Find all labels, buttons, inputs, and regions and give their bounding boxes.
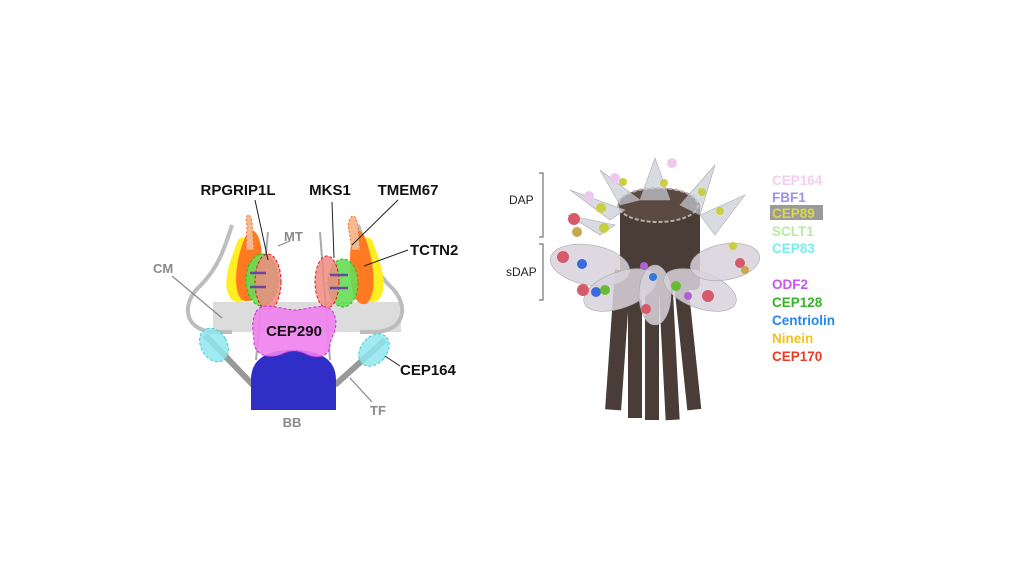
leader-line (277, 240, 291, 247)
legend: CEP164 FBF1 CEP89 SCLT1 CEP83 ODF2 CEP12… (770, 173, 835, 364)
sdap-label: sDAP (506, 265, 537, 279)
legend-cep89: CEP89 (772, 206, 815, 221)
tmem67-tail-right (347, 215, 361, 251)
legend-cep128: CEP128 (772, 295, 823, 310)
dap-bracket (539, 172, 544, 238)
transition-zone-diagram: RPGRIP1L MKS1 TMEM67 TCTN2 MT CM CEP290 … (153, 182, 458, 430)
legend-sclt1: SCLT1 (772, 224, 814, 239)
leader-line (349, 377, 373, 403)
label-cep290: CEP290 (266, 323, 322, 340)
label-tctn2: TCTN2 (410, 242, 458, 259)
label-cep164: CEP164 (400, 362, 457, 379)
leader-line (254, 199, 269, 261)
rpgrip1l-blob-left (254, 253, 282, 311)
leader-line (171, 275, 223, 319)
leader-line (363, 249, 409, 267)
legend-fbf1: FBF1 (772, 190, 806, 205)
leader-line (351, 199, 399, 246)
cep290-blob (252, 305, 337, 358)
legend-centriolin: Centriolin (772, 313, 835, 328)
legend-cep83: CEP83 (772, 241, 815, 256)
tmem67-tail-left (245, 214, 255, 251)
centriole-appendage-model: DAP sDAP (506, 157, 835, 421)
dap-label: DAP (509, 193, 534, 207)
label-rpgrip1l: RPGRIP1L (200, 182, 275, 199)
rpgrip1l-blob-right (314, 255, 340, 309)
protein-blobs (557, 158, 749, 314)
legend-cep170: CEP170 (772, 349, 822, 364)
leader-line (384, 355, 401, 367)
label-tmem67: TMEM67 (378, 182, 439, 199)
sdap-bracket (539, 243, 544, 301)
legend-ninein: Ninein (772, 331, 813, 346)
cep164-blob-right (358, 333, 390, 367)
label-mt: MT (284, 229, 303, 244)
label-mks1: MKS1 (309, 182, 351, 199)
label-bb: BB (283, 415, 302, 430)
cep164-blob-left (199, 327, 229, 363)
leader-line (331, 201, 335, 259)
legend-cep164: CEP164 (772, 173, 823, 188)
basal-body (251, 350, 336, 410)
legend-odf2: ODF2 (772, 277, 808, 292)
legend-highlight (770, 205, 823, 220)
ciliary-membrane-left (185, 224, 234, 334)
label-cm: CM (153, 261, 173, 276)
label-tf: TF (370, 403, 386, 418)
